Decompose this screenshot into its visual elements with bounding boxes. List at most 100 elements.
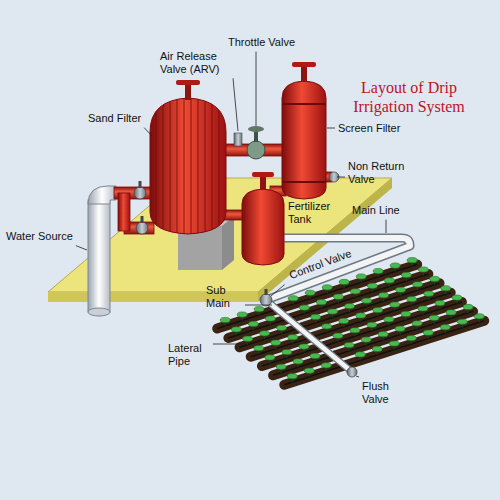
part-label: Water Source <box>6 230 73 243</box>
label-holder: Screen Filter <box>338 122 400 135</box>
leader-line <box>76 246 87 250</box>
emitter <box>316 300 326 305</box>
emitter <box>356 313 366 318</box>
soil-strip <box>228 274 428 338</box>
sub-main-pipe-face <box>266 300 352 372</box>
emitter <box>322 285 332 290</box>
emitter <box>282 349 292 354</box>
groove <box>218 96 220 236</box>
emitter <box>446 310 456 315</box>
valve <box>134 187 146 199</box>
label-holder: Main Line <box>352 204 400 217</box>
emitter <box>339 318 349 323</box>
emitter <box>435 300 445 305</box>
groove <box>183 96 185 236</box>
lateral-pipe <box>273 311 473 375</box>
leader-line <box>144 128 152 136</box>
emitter <box>418 267 428 272</box>
valve-stem <box>301 66 307 82</box>
part-label: Throttle Valve <box>228 36 295 49</box>
part-label: Lateral Pipe <box>168 342 210 367</box>
part-label: Air Release Valve (ARV) <box>160 50 230 75</box>
emitter <box>406 335 416 340</box>
main-line-pipe-face <box>266 238 410 300</box>
leader-line <box>337 177 345 178</box>
leader-line <box>386 220 387 233</box>
sub-main-pipe <box>266 300 352 372</box>
emitter <box>310 353 320 358</box>
valve-handle <box>292 62 316 67</box>
lateral-pipe <box>240 283 440 347</box>
emitter <box>361 337 371 342</box>
valve-stem <box>260 176 266 190</box>
label-holder: Sub Main <box>206 284 242 309</box>
flush-valve <box>347 367 357 377</box>
valve-handle <box>252 172 274 177</box>
part-label: Flush Valve <box>362 380 402 405</box>
lateral-pipe <box>262 302 462 366</box>
emitter <box>277 325 287 330</box>
emitter <box>254 307 264 312</box>
pedestal-side <box>222 216 234 270</box>
emitter <box>474 314 484 319</box>
air-release-valve <box>234 133 242 146</box>
diagram-title: Layout of Drip Irrigation System <box>330 78 488 116</box>
groove <box>176 96 178 236</box>
valve-handle <box>248 126 264 132</box>
leader-line <box>271 285 285 296</box>
emitter <box>299 305 309 310</box>
emitter <box>430 276 440 281</box>
emitter <box>390 263 400 268</box>
emitter <box>311 314 321 319</box>
emitter <box>328 309 338 314</box>
groove <box>155 96 157 236</box>
fertilizer-tank-body <box>242 189 284 265</box>
part-label: Control Valve <box>288 247 353 282</box>
emitter <box>396 287 406 292</box>
part-label: Main Line <box>352 204 400 217</box>
filter-band <box>282 181 326 183</box>
emitter <box>350 328 360 333</box>
part-label: Sub Main <box>206 284 242 309</box>
emitter <box>452 295 462 300</box>
emitter <box>379 293 389 298</box>
emitter <box>384 317 394 322</box>
emitter <box>305 290 315 295</box>
emitter <box>344 342 354 347</box>
emitter <box>254 345 264 350</box>
emitter <box>287 374 297 379</box>
emitter <box>373 268 383 273</box>
emitter <box>389 341 399 346</box>
part-label: Non Return Valve <box>348 160 410 185</box>
leader-line <box>356 376 359 377</box>
emitter <box>321 363 331 368</box>
soil-strip <box>284 321 484 385</box>
water-source-pipe <box>88 200 110 312</box>
emitter <box>248 321 258 326</box>
emitter <box>407 297 417 302</box>
emitter <box>271 340 281 345</box>
label-holder: Throttle Valve <box>228 36 295 49</box>
emitter <box>299 344 309 349</box>
emitter <box>265 355 275 360</box>
pipe-end <box>88 308 110 316</box>
emitter <box>345 303 355 308</box>
sand-filter-body <box>150 98 226 234</box>
lateral-pipe <box>284 321 484 385</box>
part-label: Fertilizer Tank <box>288 200 344 225</box>
emitter <box>407 258 417 263</box>
emitter <box>350 289 360 294</box>
emitter <box>384 278 394 283</box>
emitter <box>220 317 230 322</box>
groove <box>197 96 199 236</box>
label-holder: Flush Valve <box>362 380 402 405</box>
emitter <box>378 332 388 337</box>
emitter <box>367 283 377 288</box>
groove <box>162 96 164 236</box>
valve <box>136 222 148 234</box>
emitter <box>322 324 332 329</box>
soil-strip <box>262 302 462 366</box>
emitter <box>367 322 377 327</box>
emitter <box>372 346 382 351</box>
